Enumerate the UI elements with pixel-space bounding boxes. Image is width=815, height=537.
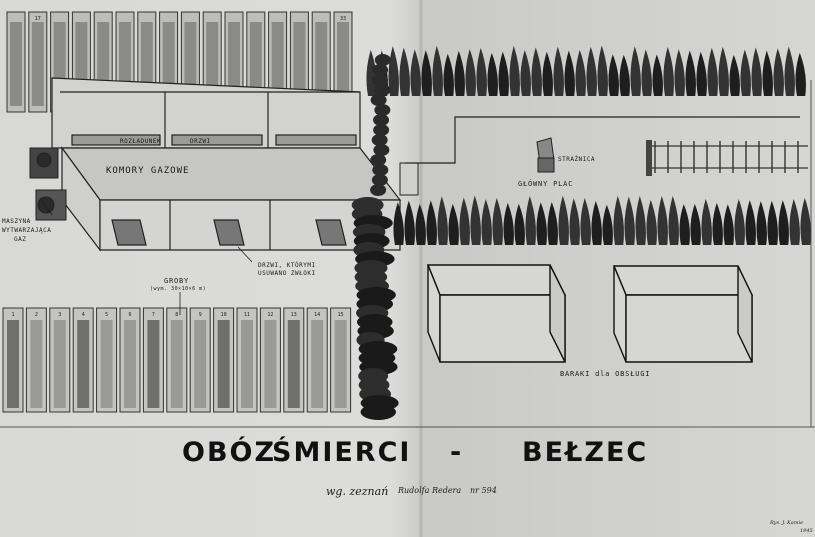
- grave-bottom: 3: [50, 308, 70, 412]
- graves-label: GROBY: [164, 277, 189, 285]
- subtitle-number: nr 594: [470, 486, 497, 495]
- grave-number: 5: [105, 312, 108, 318]
- gas-chambers-label: KOMORY GAZOWE: [106, 166, 189, 176]
- grave-bottom: 6: [120, 308, 140, 412]
- grave-bottom: 2: [26, 308, 46, 412]
- barrack-right: [614, 266, 752, 362]
- gas-machine-label-2: WYTWARZAJĄCA: [2, 227, 51, 234]
- gate-hut: [400, 163, 418, 195]
- grave-bottom: 11: [237, 308, 257, 412]
- grave-bottom: 4: [73, 308, 93, 412]
- grave-top: 17: [29, 12, 47, 112]
- title-dash: -: [450, 437, 463, 468]
- grave-bottom: 12: [260, 308, 280, 412]
- doors-corpses-label-2: USUWANO ZWŁOKI: [258, 270, 316, 277]
- grave-bottom: 15: [331, 308, 351, 412]
- guard-label: STRAŻNICA: [558, 156, 595, 163]
- doors-label: DRZWI: [190, 138, 211, 145]
- subtitle-name: Rudolfa Redera: [398, 486, 461, 495]
- subtitle-prefix: wg. zeznań: [326, 485, 388, 498]
- title-part-2: ŚMIERCI: [272, 437, 411, 468]
- title-part-1: OBÓZ: [182, 437, 276, 468]
- doors-corpses-label-1: DRZWI, KTÓRYMI: [258, 262, 316, 269]
- grave-number: 7: [152, 312, 155, 318]
- main-square-label: GŁÓWNY PLAC: [518, 180, 573, 188]
- graves-size-label: (wym. 30×10×6 m): [150, 286, 206, 292]
- grave-bottom: 14: [307, 308, 327, 412]
- unloading-label: ROZŁADUNEK: [120, 138, 161, 145]
- grave-top: [7, 12, 25, 112]
- grave-bottom: 8: [167, 308, 187, 412]
- grave-number: 14: [314, 312, 320, 318]
- grave-number: 15: [338, 312, 344, 318]
- grave-bottom: 13: [284, 308, 304, 412]
- grave-number: 1: [11, 312, 14, 318]
- path-line: [405, 117, 800, 163]
- gas-machine-label-1: MASZYNA: [2, 218, 31, 225]
- grave-number: 11: [244, 312, 250, 318]
- signature-1: Rys. J. Kamie: [770, 520, 803, 526]
- grave-number: 13: [291, 312, 297, 318]
- grave-number: 3: [58, 312, 61, 318]
- grave-bottom: 9: [190, 308, 210, 412]
- title-part-3: BEŁZEC: [522, 437, 648, 468]
- barracks-label: BARAKI dla OBSŁUGI: [560, 370, 650, 378]
- grave-bottom: 7: [143, 308, 163, 412]
- grave-number: 2: [35, 312, 38, 318]
- barrack-left: [428, 265, 565, 362]
- grave-bottom: 5: [97, 308, 117, 412]
- grave-number: 8: [175, 312, 178, 318]
- tree-line-top: [366, 46, 805, 96]
- gas-chamber-building: [52, 78, 400, 250]
- signature-2: 1945: [800, 528, 813, 534]
- grave-bottom: 10: [214, 308, 234, 412]
- tree-line-middle: [393, 196, 810, 245]
- guard-house: [537, 138, 554, 172]
- grave-number: 6: [128, 312, 131, 318]
- gas-machine-label-3: GAZ: [14, 236, 26, 243]
- grave-number: 10: [221, 312, 227, 318]
- grave-number: 33: [340, 16, 346, 22]
- grave-bottom: 1: [3, 308, 23, 412]
- grave-number: 9: [199, 312, 202, 318]
- railway-track: [646, 140, 808, 176]
- grave-number: 12: [267, 312, 273, 318]
- grave-number: 17: [35, 16, 41, 22]
- grave-number: 4: [82, 312, 85, 318]
